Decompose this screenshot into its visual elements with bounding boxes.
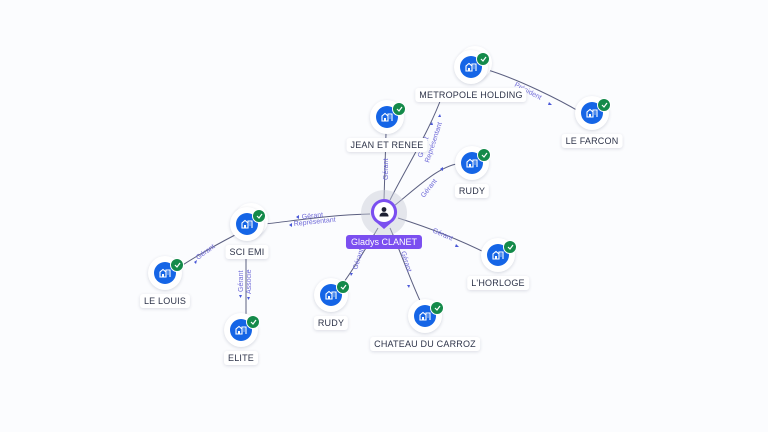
svg-text:Gérant: Gérant [399, 250, 412, 273]
verified-check-icon [252, 209, 266, 223]
edge-label-center-chateau: Gérant [399, 250, 412, 288]
svg-text:Gérant: Gérant [352, 248, 365, 271]
verified-check-icon [392, 102, 406, 116]
edge-center-horloge [397, 217, 489, 255]
svg-text:Gérant: Gérant [301, 212, 323, 221]
verified-check-icon [476, 52, 490, 66]
company-label[interactable]: SCI EMI [225, 245, 269, 259]
verified-check-icon [336, 280, 350, 294]
edge-label-center-rudy1: Gérant [420, 167, 443, 199]
svg-text:Représentant: Représentant [293, 217, 336, 228]
edge-label-center-sciemi: Gérant Représentant [289, 212, 336, 228]
verified-check-icon [477, 148, 491, 162]
center-person-label[interactable]: Gladys CLANET [345, 235, 423, 249]
edge-label-center-rudy2: Gérant [350, 248, 366, 276]
svg-text:Associé: Associé [246, 269, 253, 294]
edge-label-center-horloge: Gérant [431, 227, 459, 247]
verified-check-icon [597, 98, 611, 112]
svg-text:Gérant: Gérant [195, 243, 216, 261]
svg-text:Gérant: Gérant [238, 271, 245, 292]
company-label[interactable]: LE FARCON [561, 134, 623, 148]
svg-text:Gérant: Gérant [383, 159, 390, 180]
company-label[interactable]: ELITE [223, 351, 259, 365]
company-label[interactable]: RUDY [313, 316, 349, 330]
company-label[interactable]: CHATEAU DU CARROZ [370, 337, 480, 351]
edge-center-chateau [389, 227, 423, 306]
edge-label-sciemi-elite: Gérant Associé [238, 269, 253, 300]
company-label[interactable]: LE LOUIS [139, 294, 191, 308]
svg-text:Gérant: Gérant [420, 178, 439, 199]
company-label[interactable]: RUDY [454, 184, 490, 198]
company-label[interactable]: METROPOLE HOLDING [415, 88, 527, 102]
svg-text:Gérant: Gérant [431, 227, 453, 242]
edge-center-sciemi [264, 213, 371, 225]
verified-check-icon [246, 315, 260, 329]
company-label[interactable]: JEAN ET RENEE [346, 138, 428, 152]
person-pin-icon [370, 198, 398, 229]
company-label[interactable]: L'HORLOGE [467, 276, 529, 290]
edge-label-sciemi-louis: Gérant [194, 243, 217, 264]
edge-metropole-farcon [487, 69, 581, 113]
verified-check-icon [430, 301, 444, 315]
verified-check-icon [503, 240, 517, 254]
verified-check-icon [170, 258, 184, 272]
